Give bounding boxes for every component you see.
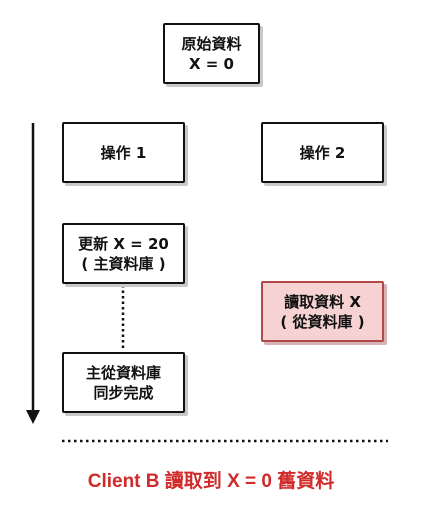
stale-read-caption: Client B 讀取到 X = 0 舊資料 (87, 471, 335, 492)
operation-1-label: 操作 1 (100, 143, 147, 162)
update-master-line2: ( 主資料庫 ) (81, 254, 166, 273)
operation-2-label: 操作 2 (299, 143, 346, 162)
update-master-line1: 更新 X = 20 (78, 234, 169, 253)
original-data-title: 原始資料 (181, 34, 242, 53)
timeline-arrowhead (26, 410, 40, 424)
original-data-node: 原始資料 X = 0 (163, 23, 260, 84)
sync-complete-line2: 同步完成 (93, 383, 154, 402)
original-data-value: X = 0 (188, 54, 234, 73)
sync-complete-node: 主從資料庫 同步完成 (62, 352, 185, 413)
operation-2-node: 操作 2 (261, 122, 384, 183)
read-replica-node: 讀取資料 X ( 從資料庫 ) (261, 281, 384, 342)
update-master-node: 更新 X = 20 ( 主資料庫 ) (62, 223, 185, 284)
operation-1-node: 操作 1 (62, 122, 185, 183)
read-replica-line2: ( 從資料庫 ) (280, 312, 365, 331)
sync-complete-line1: 主從資料庫 (85, 363, 161, 382)
read-replica-line1: 讀取資料 X (284, 292, 361, 311)
